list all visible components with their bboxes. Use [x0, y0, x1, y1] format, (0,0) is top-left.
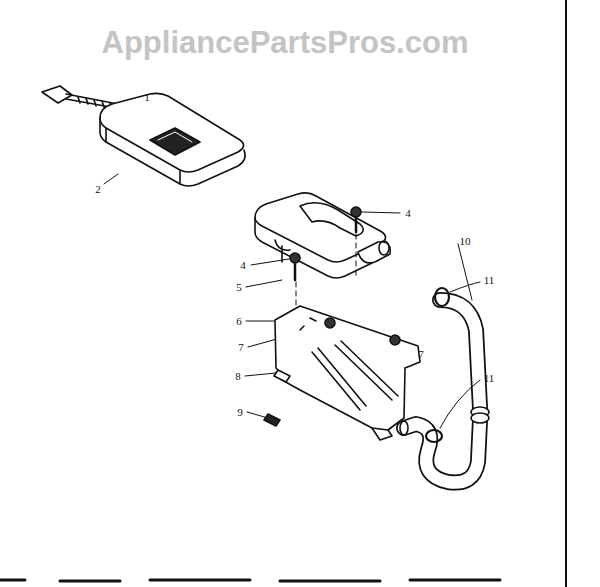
screw: [325, 318, 335, 328]
filter-housing: [100, 118, 245, 186]
hose-clamp: [435, 288, 449, 306]
leader-line: [440, 380, 480, 428]
mounting-bracket: [335, 341, 398, 400]
cut-text-remnant: [150, 579, 250, 582]
leader-line: [440, 282, 480, 428]
leader-line: [246, 280, 282, 287]
assembly-line: [356, 234, 357, 275]
leader-line: [104, 174, 118, 184]
cut-text-remnant: [0, 579, 25, 582]
hose: [440, 300, 480, 408]
housing: [379, 241, 389, 255]
leader-line: [251, 259, 289, 265]
screw: [290, 207, 361, 280]
mounting-bracket: [300, 318, 316, 330]
leader-line: [458, 244, 472, 300]
leader-line: [450, 282, 480, 292]
page-rule: [565, 0, 567, 587]
leader-line: [245, 373, 276, 376]
lever-part: [42, 86, 118, 108]
hose: [404, 420, 480, 483]
hose: [440, 300, 480, 408]
screw: [351, 207, 361, 217]
callout-number: 2: [94, 183, 102, 196]
housing: [300, 203, 363, 236]
filter-housing: [100, 93, 244, 172]
leader-line: [104, 174, 118, 184]
filter-housing: [158, 132, 192, 142]
callout-number: 1: [143, 91, 151, 104]
mounting-bracket: [275, 306, 420, 440]
callout-number: 4: [239, 259, 247, 272]
callout-number: 7: [417, 348, 425, 361]
callout-number: 4: [404, 207, 412, 220]
callout-number: 8: [234, 370, 242, 383]
hose: [404, 300, 480, 483]
housing: [255, 193, 390, 278]
hose: [404, 420, 480, 483]
hose-end: [400, 421, 408, 435]
housing: [358, 242, 390, 263]
screw: [294, 263, 297, 280]
clip: [274, 370, 290, 382]
callout-number: 7: [237, 341, 245, 354]
callout-number: 11: [483, 274, 496, 287]
clip: [264, 414, 280, 426]
watermark: AppliancePartsPros.com: [102, 27, 469, 58]
hose-end: [471, 413, 489, 423]
callout-number: 11: [483, 372, 496, 385]
screw: [290, 253, 300, 263]
filter-housing: [150, 128, 200, 155]
hose: [404, 300, 480, 483]
mounting-bracket: [275, 306, 420, 430]
screw: [390, 335, 400, 345]
cut-text-remnant: [60, 580, 120, 583]
screw: [325, 318, 400, 345]
callout-number: 10: [459, 235, 472, 248]
clip: [264, 370, 290, 426]
leader-line: [246, 321, 274, 322]
mounting-bracket: [372, 428, 392, 440]
callout-number: 6: [235, 315, 243, 328]
callout-number: 9: [236, 406, 244, 419]
cut-text-remnant: [280, 580, 380, 583]
page-rule: [565, 0, 567, 587]
screw: [355, 217, 358, 232]
hose-clamp: [426, 430, 442, 442]
cut-text-remnant: [410, 579, 500, 582]
filter-housing: [100, 93, 245, 186]
cut-text-remnant: [0, 580, 500, 581]
leader-line: [247, 412, 268, 418]
leader-line: [362, 212, 400, 213]
callout-number: 5: [235, 281, 243, 294]
